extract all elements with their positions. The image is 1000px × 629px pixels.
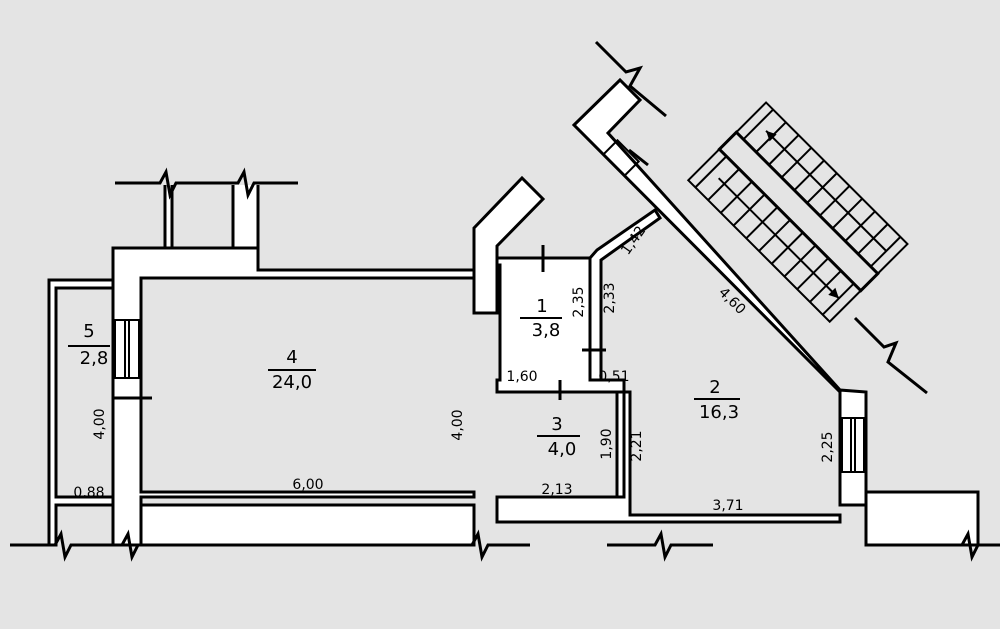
dim-6-00: 6,00 [292, 477, 323, 493]
room-1-number: 1 [536, 296, 547, 317]
dim-2-13: 2,13 [541, 482, 572, 498]
window-right [841, 417, 865, 473]
window-left [114, 319, 140, 379]
room-5-area: 2,8 [80, 348, 109, 369]
wall-room3-right [615, 390, 626, 499]
dim-2-25: 2,25 [820, 431, 836, 462]
room-1-area: 3,8 [532, 320, 561, 341]
stair-step [707, 168, 740, 201]
room-3-number: 3 [551, 414, 562, 435]
wall-bottom-room4 [139, 503, 476, 547]
break-bottom-mid2 [607, 529, 713, 562]
stair-step [758, 219, 791, 252]
dim-2-35: 2,35 [571, 286, 587, 317]
dim-2-33: 2,33 [602, 282, 618, 313]
break-top-diagonal [594, 40, 667, 118]
wall-right-lower [864, 490, 980, 547]
break-top-left [115, 167, 298, 200]
staircase [686, 101, 909, 324]
dim-1-90: 1,90 [599, 428, 615, 459]
room-5-number: 5 [83, 321, 94, 342]
room-4-area: 24,0 [272, 372, 312, 393]
dim-4-00-room5: 4,00 [92, 408, 108, 439]
break-bottom-left [10, 529, 181, 562]
door-markers [113, 148, 649, 400]
wall-partition-stub [472, 175, 546, 315]
stair-step [742, 108, 774, 140]
wall-left-main [111, 246, 476, 547]
wall-diagonal [571, 77, 868, 507]
break-bottom-right [916, 529, 1000, 562]
dim-4-00-room4: 4,00 [450, 409, 466, 440]
dim-0-51: 0,51 [598, 369, 629, 385]
break-bottom-mid [426, 529, 530, 562]
break-lines [10, 40, 1000, 562]
dim-0-88: 0,88 [73, 485, 104, 501]
walls [47, 77, 980, 547]
room-3-area: 4,0 [548, 439, 577, 460]
stair-step [806, 172, 838, 204]
dim-3-71: 3,71 [712, 498, 743, 514]
room-2-area: 16,3 [699, 402, 739, 423]
break-right-diagonal [853, 316, 928, 395]
stair-step [694, 155, 728, 189]
window-upper-diagonal [601, 138, 641, 178]
wall-upper-stub [163, 185, 260, 250]
room-labels: 4 24,0 5 2,8 1 3,8 3 4,0 2 16,3 [68, 296, 740, 460]
dim-1-60: 1,60 [506, 369, 537, 385]
dim-2-21: 2,21 [629, 430, 645, 461]
stair-step [844, 210, 876, 242]
stair-step [796, 257, 829, 290]
room-2-number: 2 [709, 377, 720, 398]
wall-diagonal-junction [588, 207, 663, 382]
stair-step [857, 223, 889, 255]
windows [114, 138, 865, 473]
room-4-number: 4 [286, 347, 297, 368]
